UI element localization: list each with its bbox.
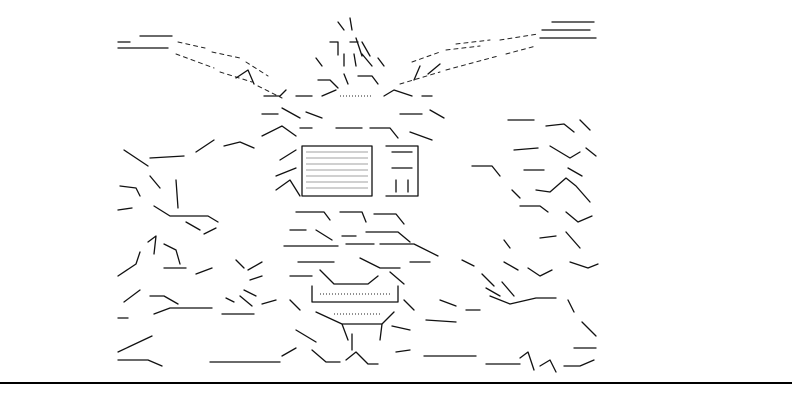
abdomen (283, 211, 439, 269)
horizontal-rule (0, 382, 792, 384)
lower-right-arm (471, 119, 599, 349)
chest-plate (261, 125, 433, 197)
ascii-art-drawing (117, 17, 599, 373)
shoulders (261, 89, 445, 119)
right-hand (439, 259, 515, 311)
lower-body (295, 311, 457, 351)
upper-left-arm (117, 35, 283, 99)
head-horn (315, 17, 385, 89)
feet (311, 349, 595, 373)
left-hand (225, 259, 277, 307)
upper-right-arm (399, 21, 597, 85)
lower-left-arm (117, 139, 297, 367)
waist-belt (289, 269, 415, 311)
